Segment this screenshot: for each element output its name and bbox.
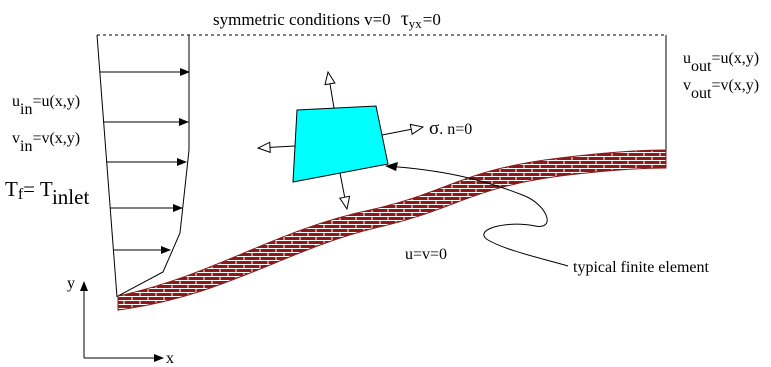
- inlet-t-sub: f: [18, 186, 24, 203]
- inlet-velocity-vectors: [100, 68, 190, 254]
- element-bc-label: σ. n=0: [429, 118, 472, 139]
- brick-wall: [117, 149, 667, 311]
- element-normal-arrows: [258, 72, 423, 209]
- normal-arrow-left: [258, 146, 296, 148]
- callout-leader: [386, 165, 569, 267]
- normal-arrow-up: [328, 72, 334, 109]
- inlet-u-label: uin=u(x,y): [12, 93, 80, 118]
- wall-bc-label: u=v=0: [405, 246, 447, 263]
- outlet-v-main: v: [683, 77, 691, 94]
- top-bc-tau-sub: yx: [409, 16, 423, 31]
- inlet-u-sub: in: [20, 101, 32, 118]
- inlet-u-main: u: [12, 93, 20, 110]
- velocity-profile-curve: [117, 35, 190, 297]
- outlet-u-label: uout=u(x,y): [683, 50, 759, 75]
- top-boundary-label: symmetric conditions v=0 τyx=0: [213, 8, 441, 31]
- normal-arrow-down: [340, 172, 347, 209]
- outlet-v-rest: =v(x,y): [711, 77, 759, 94]
- inlet-t-sub2: inlet: [52, 185, 89, 209]
- element-bc-sigma: σ: [429, 118, 439, 139]
- inlet-u-rest: =u(x,y): [32, 93, 80, 110]
- inlet-t-main: T: [5, 177, 18, 201]
- inlet-v-label: vin=v(x,y): [12, 130, 80, 155]
- normal-arrow-right: [381, 127, 423, 136]
- top-bc-tau: τ: [401, 8, 409, 30]
- outlet-u-main: u: [683, 50, 691, 67]
- coordinate-axes: [80, 281, 164, 362]
- top-bc-prefix: symmetric conditions v=0: [213, 10, 391, 29]
- callout-arrowhead: [385, 162, 398, 171]
- inlet-boundary: [96, 34, 118, 298]
- inlet-v-main: v: [12, 130, 20, 147]
- inlet-v-rest: =v(x,y): [32, 130, 80, 147]
- outlet-u-rest: =u(x,y): [711, 50, 759, 67]
- y-axis-label: y: [67, 275, 75, 292]
- outlet-u-sub: out: [691, 58, 712, 75]
- inlet-t-eq: = T: [23, 177, 53, 201]
- finite-element: [292, 105, 389, 183]
- element-bc-rest: . n=0: [439, 121, 472, 138]
- inlet-v-sub: in: [20, 138, 32, 155]
- callout-label: typical finite element: [573, 259, 710, 276]
- outlet-v-label: vout=v(x,y): [683, 77, 759, 102]
- outlet-v-sub: out: [691, 85, 712, 102]
- inlet-temperature-label: Tf= Tinlet: [5, 177, 89, 209]
- x-axis-label: x: [166, 350, 174, 367]
- top-bc-suffix: =0: [423, 10, 441, 29]
